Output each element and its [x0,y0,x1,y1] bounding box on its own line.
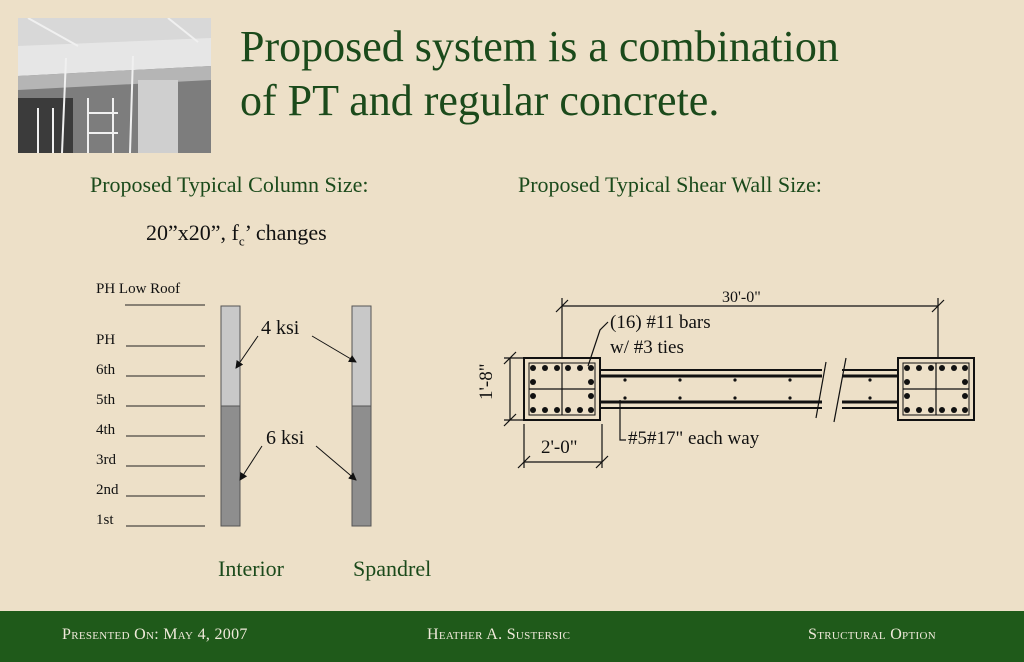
boundary-width-label: 2'-0" [541,437,578,458]
footer-bar [0,611,1024,662]
arrow-4ksi-spandrel [311,335,357,363]
spandrel-column-lower [351,405,372,527]
column-spec-subscript: c [238,233,245,249]
floor-label-ph: PH [96,332,116,348]
footer-author: Heather A. Sustersic [427,626,571,643]
boundary-bars-label: (16) #11 bars [610,312,711,333]
boundary-bars-left [530,365,594,413]
construction-photo [18,18,211,153]
interior-caption: Interior [218,556,284,581]
floor-label-2nd: 2nd [96,482,119,498]
footer-option: Structural Option [808,626,936,643]
arrow-6ksi-interior [239,445,263,481]
column-heading: Proposed Typical Column Size: [90,172,369,197]
floor-label-1st: 1st [96,512,114,528]
left-boundary-element [523,357,601,421]
footer-presented-on: Presented On: May 4, 2007 [62,626,248,643]
floor-label-4th: 4th [96,422,116,438]
arrow-4ksi-interior [235,335,259,369]
title-line-1: Proposed system is a combination [240,22,839,71]
web-reinforcing-label: #5#17" each way [628,428,760,449]
right-boundary-element [897,357,975,421]
column-spec-suffix: ’ changes [244,220,327,245]
interior-column-lower [220,405,241,527]
overall-length-label: 30'-0" [722,289,761,306]
shear-wall-heading: Proposed Typical Shear Wall Size: [518,172,822,197]
lower-strength-label: 6 ksi [266,427,305,449]
upper-strength-label: 4 ksi [261,317,300,339]
floor-label-ph-low-roof: PH Low Roof [96,281,181,297]
bars-leader [587,321,609,367]
web-leader [619,400,626,441]
arrow-6ksi-spandrel [315,445,357,481]
floor-label-5th: 5th [96,392,116,408]
column-spec: 20”x20”, fc’ changes [146,220,327,249]
boundary-ties-label: w/ #3 ties [610,337,684,358]
column-diagram [125,304,372,527]
column-spec-prefix: 20”x20”, f [146,220,239,245]
title-line-2: of PT and regular concrete. [240,76,720,125]
thickness-label: 1'-8" [476,363,497,400]
web-bars [623,378,872,400]
floor-label-6th: 6th [96,362,116,378]
boundary-bars-right [904,365,968,413]
slide-title: Proposed system is a combination of PT a… [240,20,980,128]
spandrel-caption: Spandrel [353,556,432,581]
shear-wall-diagram [503,298,975,469]
floor-label-3rd: 3rd [96,452,116,468]
